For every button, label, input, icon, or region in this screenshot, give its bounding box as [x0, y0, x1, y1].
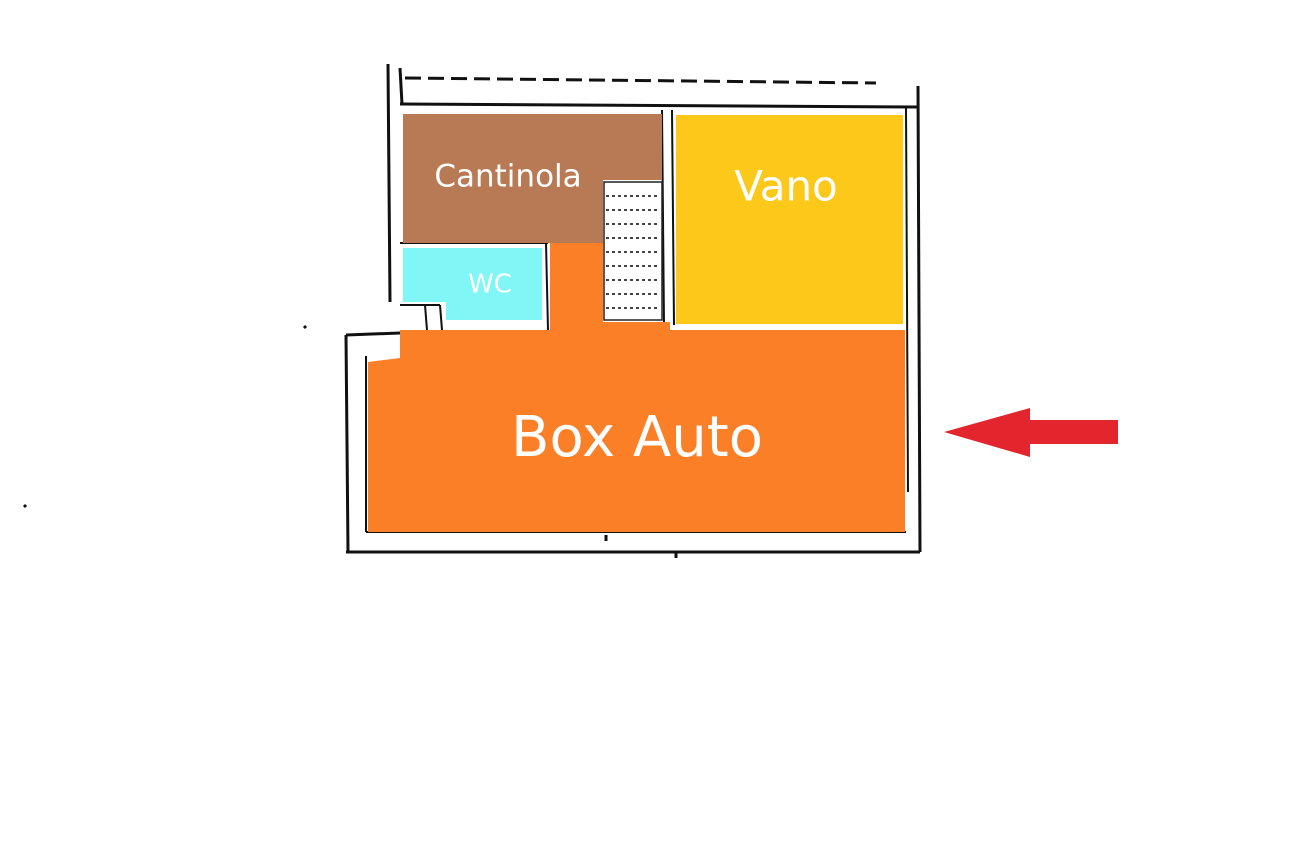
room-vano	[676, 115, 903, 324]
room-box-auto	[368, 243, 905, 532]
room-cantinola	[403, 114, 662, 243]
room-wc	[403, 248, 542, 320]
room-label-box-auto: Box Auto	[511, 405, 763, 470]
room-label-wc: WC	[468, 270, 512, 300]
arrow-left-icon	[944, 408, 1118, 457]
room-label-cantinola: Cantinola	[434, 159, 581, 195]
room-label-vano: Vano	[734, 162, 838, 211]
stairs-icon	[603, 181, 663, 321]
